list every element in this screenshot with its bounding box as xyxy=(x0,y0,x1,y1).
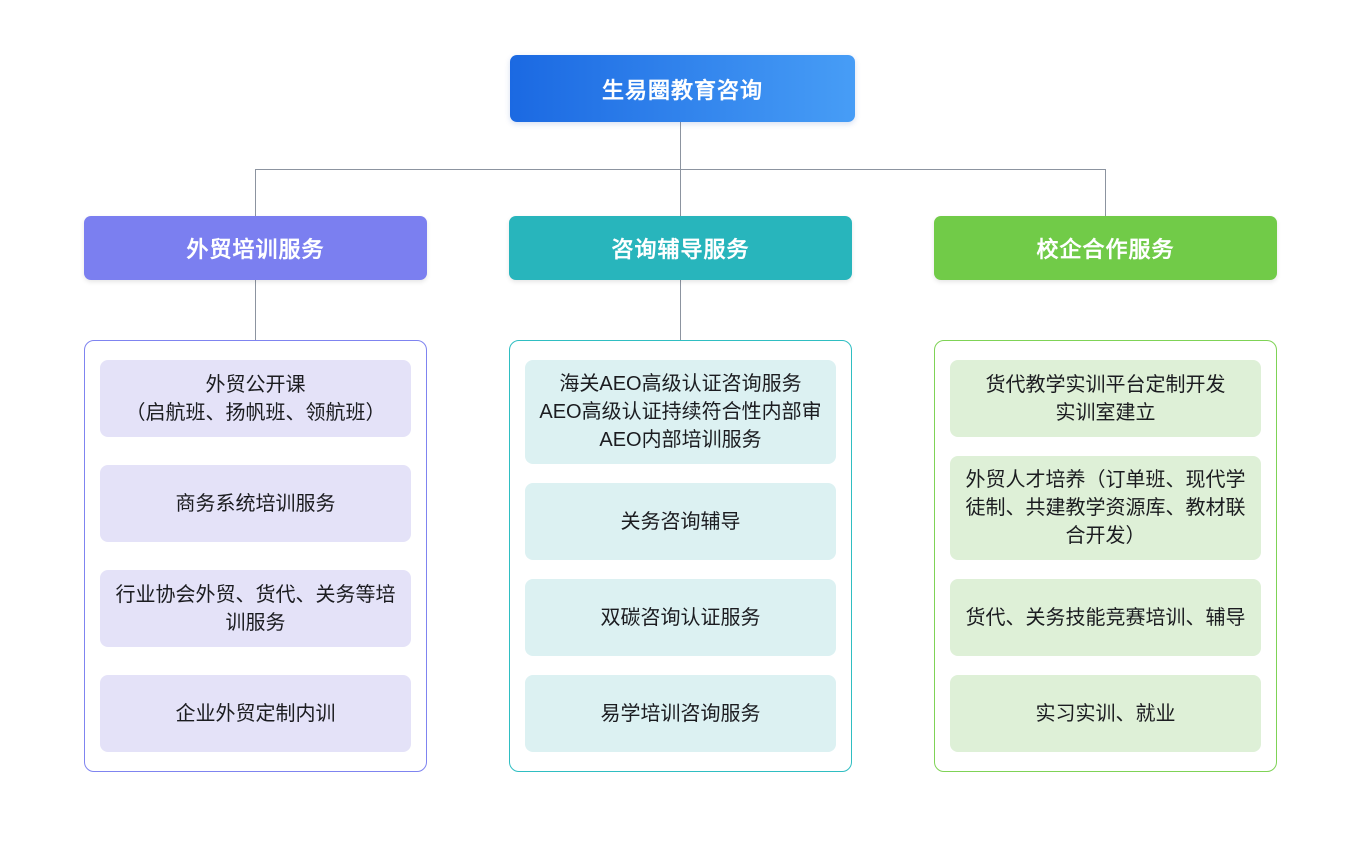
branch-box-consulting: 海关AEO高级认证咨询服务 AEO高级认证持续符合性内部审 AEO内部培训服务 … xyxy=(509,340,852,772)
service-item: 实习实训、就业 xyxy=(950,675,1261,752)
service-item: 海关AEO高级认证咨询服务 AEO高级认证持续符合性内部审 AEO内部培训服务 xyxy=(525,360,836,464)
branch-header-trade-training: 外贸培训服务 xyxy=(84,216,427,280)
connector-substem-left xyxy=(255,280,256,340)
branch-box-trade-training: 外贸公开课 （启航班、扬帆班、领航班） 商务系统培训服务 行业协会外贸、货代、关… xyxy=(84,340,427,772)
root-node: 生易圈教育咨询 xyxy=(510,55,855,122)
connector-root-stem xyxy=(680,122,681,170)
service-item: 外贸人才培养（订单班、现代学徒制、共建教学资源库、教材联合开发） xyxy=(950,456,1261,560)
service-item: 双碳咨询认证服务 xyxy=(525,579,836,656)
connector-drop-center xyxy=(680,169,681,216)
service-item: 货代教学实训平台定制开发 实训室建立 xyxy=(950,360,1261,437)
branch-header-school-enterprise: 校企合作服务 xyxy=(934,216,1277,280)
branch-header-label: 咨询辅导服务 xyxy=(611,237,750,262)
service-item: 易学培训咨询服务 xyxy=(525,675,836,752)
service-item: 货代、关务技能竞赛培训、辅导 xyxy=(950,579,1261,656)
service-item: 关务咨询辅导 xyxy=(525,483,836,560)
connector-drop-right xyxy=(1105,169,1106,216)
connector-substem-center xyxy=(680,280,681,340)
root-node-label: 生易圈教育咨询 xyxy=(601,77,763,103)
branch-box-school-enterprise: 货代教学实训平台定制开发 实训室建立 外贸人才培养（订单班、现代学徒制、共建教学… xyxy=(934,340,1277,772)
service-item: 行业协会外贸、货代、关务等培训服务 xyxy=(100,570,411,647)
connector-drop-left xyxy=(255,169,256,216)
branch-header-consulting: 咨询辅导服务 xyxy=(509,216,852,280)
service-item: 企业外贸定制内训 xyxy=(100,675,411,752)
branch-header-label: 外贸培训服务 xyxy=(186,237,325,262)
service-item: 商务系统培训服务 xyxy=(100,465,411,542)
service-item: 外贸公开课 （启航班、扬帆班、领航班） xyxy=(100,360,411,437)
branch-header-label: 校企合作服务 xyxy=(1036,237,1175,262)
